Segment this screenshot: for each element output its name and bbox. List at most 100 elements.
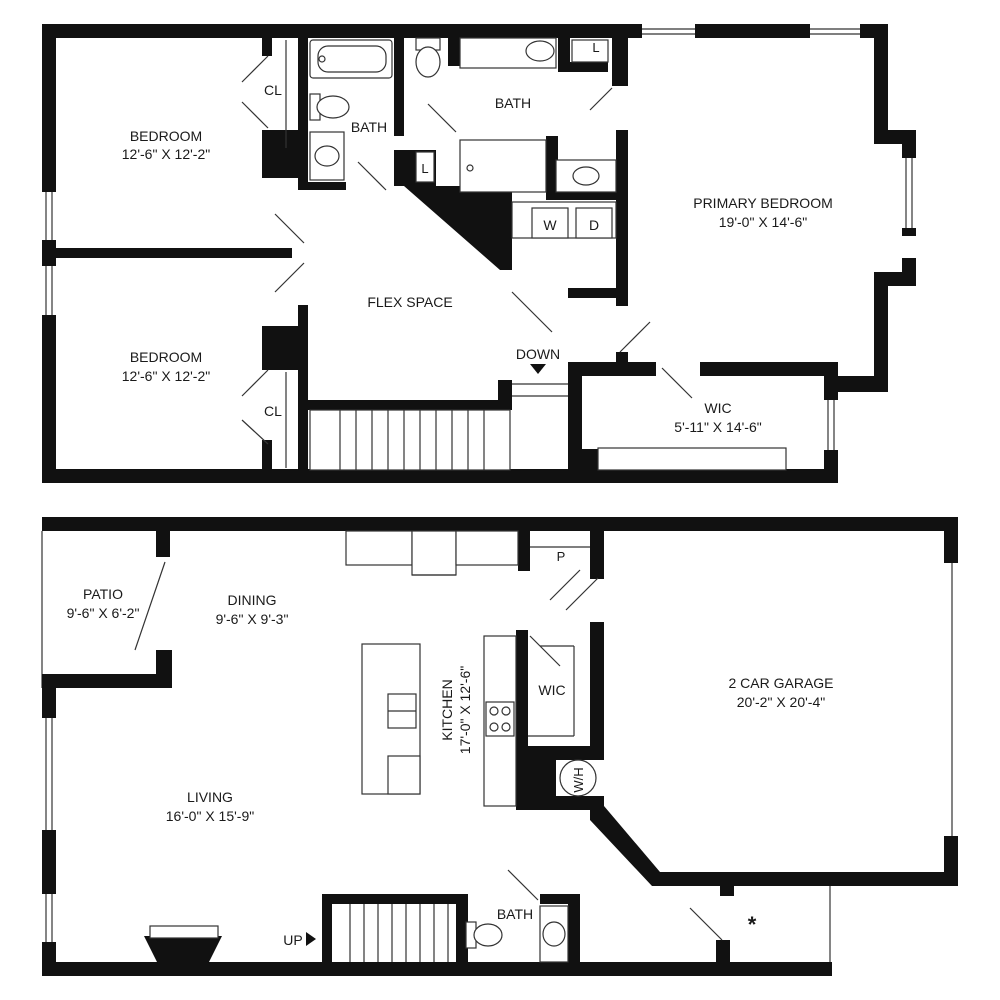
closet-wall-2b xyxy=(262,440,272,470)
stairs-up-label: UP xyxy=(283,932,302,948)
powder-bath-label: BATH xyxy=(497,906,533,922)
pantry-left-wall xyxy=(518,531,530,571)
patio-door xyxy=(134,561,166,651)
lower-left-wall-b xyxy=(42,830,56,894)
bedroom-2-name: BEDROOM xyxy=(130,349,202,365)
dryer-box xyxy=(575,207,613,239)
kitchen-size: 17'-0" X 12'-6" xyxy=(457,666,473,754)
linen-2-label: L xyxy=(592,40,599,55)
bath-2-door xyxy=(427,103,457,133)
bath-1-label: BATH xyxy=(351,119,387,135)
pantry-door-b xyxy=(565,577,599,611)
sink-3 xyxy=(572,166,600,186)
bath-2-wall-c xyxy=(612,36,628,86)
stairs-down-label: DOWN xyxy=(516,346,560,362)
fireplace xyxy=(144,936,222,964)
kitchen-label-group: KITCHEN 17'-0" X 12'-6" xyxy=(439,666,473,754)
wic-size: 5'-11" X 14'-6" xyxy=(674,419,761,435)
pantry-door-a xyxy=(549,569,581,601)
lower-top-wall xyxy=(42,517,958,531)
closet-wall-2c xyxy=(298,305,308,470)
upper-right-wall xyxy=(874,24,888,132)
wic-shelf xyxy=(597,447,787,471)
primary-door xyxy=(619,321,651,353)
washer-box xyxy=(531,207,569,239)
water-heater xyxy=(559,759,597,797)
laundry-bottom-wall xyxy=(568,288,628,298)
dining-counter-b xyxy=(455,530,519,566)
bedroom-2-size: 12'-6" X 12'-2" xyxy=(122,368,210,384)
upper-bay-mid xyxy=(902,228,916,236)
powder-bath-left-wall xyxy=(456,894,468,964)
burner-1 xyxy=(489,706,499,716)
living-size: 16'-0" X 15'-9" xyxy=(166,808,254,824)
water-heater-label: W/H xyxy=(571,767,586,792)
bath-2-wall-b xyxy=(558,62,608,72)
garage-lower-wall xyxy=(516,796,604,810)
bedroom-divider-wall xyxy=(42,248,292,258)
burner-4 xyxy=(501,722,511,732)
linen-closet-1 xyxy=(415,151,435,183)
sink-1 xyxy=(314,145,340,167)
upper-top-wall xyxy=(42,24,642,38)
patio-bottom-wall xyxy=(42,674,172,688)
linen-closet-2 xyxy=(571,39,609,63)
sink-2 xyxy=(525,40,555,62)
bath-2-label: BATH xyxy=(495,95,531,111)
stairs-top-wall xyxy=(300,400,512,410)
dining-name: DINING xyxy=(228,592,277,608)
upper-stairs xyxy=(309,383,568,471)
patio-name: PATIO xyxy=(83,586,123,602)
bedroom-1-name: BEDROOM xyxy=(130,128,202,144)
lower-left-wall-a xyxy=(42,674,56,718)
bath-2-wall-e xyxy=(546,136,558,196)
kitchen-wic-label: WIC xyxy=(538,682,565,698)
closet-2-label: CL xyxy=(264,403,282,419)
upper-right-step xyxy=(824,376,888,392)
patio-size: 9'-6" X 6'-2" xyxy=(67,605,140,621)
upper-bottom-wall xyxy=(42,469,572,483)
closet-wall-1c xyxy=(298,36,308,186)
bedroom-1-size: 12'-6" X 12'-2" xyxy=(122,146,210,162)
linen-1-label: L xyxy=(421,161,428,176)
upper-left-wall-low xyxy=(42,315,56,483)
laundry-right-wall xyxy=(616,196,628,306)
lower-left-wall-c xyxy=(42,942,56,976)
bath-1-right-wall xyxy=(394,36,404,136)
burner-3 xyxy=(489,722,499,732)
wic-bottom-wall xyxy=(516,746,604,760)
primary-bedroom-size: 19'-0" X 14'-6" xyxy=(719,214,807,230)
lower-stairs xyxy=(322,894,462,964)
upper-bottom-wall-right xyxy=(598,469,838,483)
closet-1-label: CL xyxy=(264,82,282,98)
dryer-label: D xyxy=(589,217,599,233)
wic-name: WIC xyxy=(704,400,731,416)
garage-entry-door xyxy=(689,907,723,941)
cooktop xyxy=(485,701,515,737)
closet-wall-1b xyxy=(262,130,302,178)
closet-1-door-b xyxy=(241,101,269,129)
closet-1-door-a xyxy=(241,55,269,83)
lower-right-wall-low xyxy=(944,836,958,886)
fireplace-hearth xyxy=(149,925,219,939)
laundry-door xyxy=(511,291,553,333)
garage-angled-wall xyxy=(590,806,944,886)
bath-1-door xyxy=(357,161,387,191)
patio-right-wall xyxy=(156,531,170,557)
dining-size: 9'-6" X 9'-3" xyxy=(216,611,289,627)
burner-2 xyxy=(501,706,511,716)
closet-wall-1a xyxy=(262,36,272,56)
washer-label: W xyxy=(543,217,557,233)
dining-counter-a xyxy=(345,530,413,566)
dishwasher xyxy=(387,755,421,795)
bathtub-1-inner xyxy=(317,45,387,73)
lower-floor: PATIO 9'-6" X 6'-2" DINING 9'-6" X 9'-3"… xyxy=(41,517,958,976)
kitchen-name: KITCHEN xyxy=(439,679,455,740)
upper-floor: BEDROOM 12'-6" X 12'-2" BEDROOM 12'-6" X… xyxy=(42,24,916,483)
garage-name: 2 CAR GARAGE xyxy=(728,675,833,691)
upper-right-step-side xyxy=(824,376,838,400)
bath-2-wall-d xyxy=(616,130,628,196)
upper-top-wall-mid xyxy=(695,24,810,38)
fridge xyxy=(411,530,457,576)
